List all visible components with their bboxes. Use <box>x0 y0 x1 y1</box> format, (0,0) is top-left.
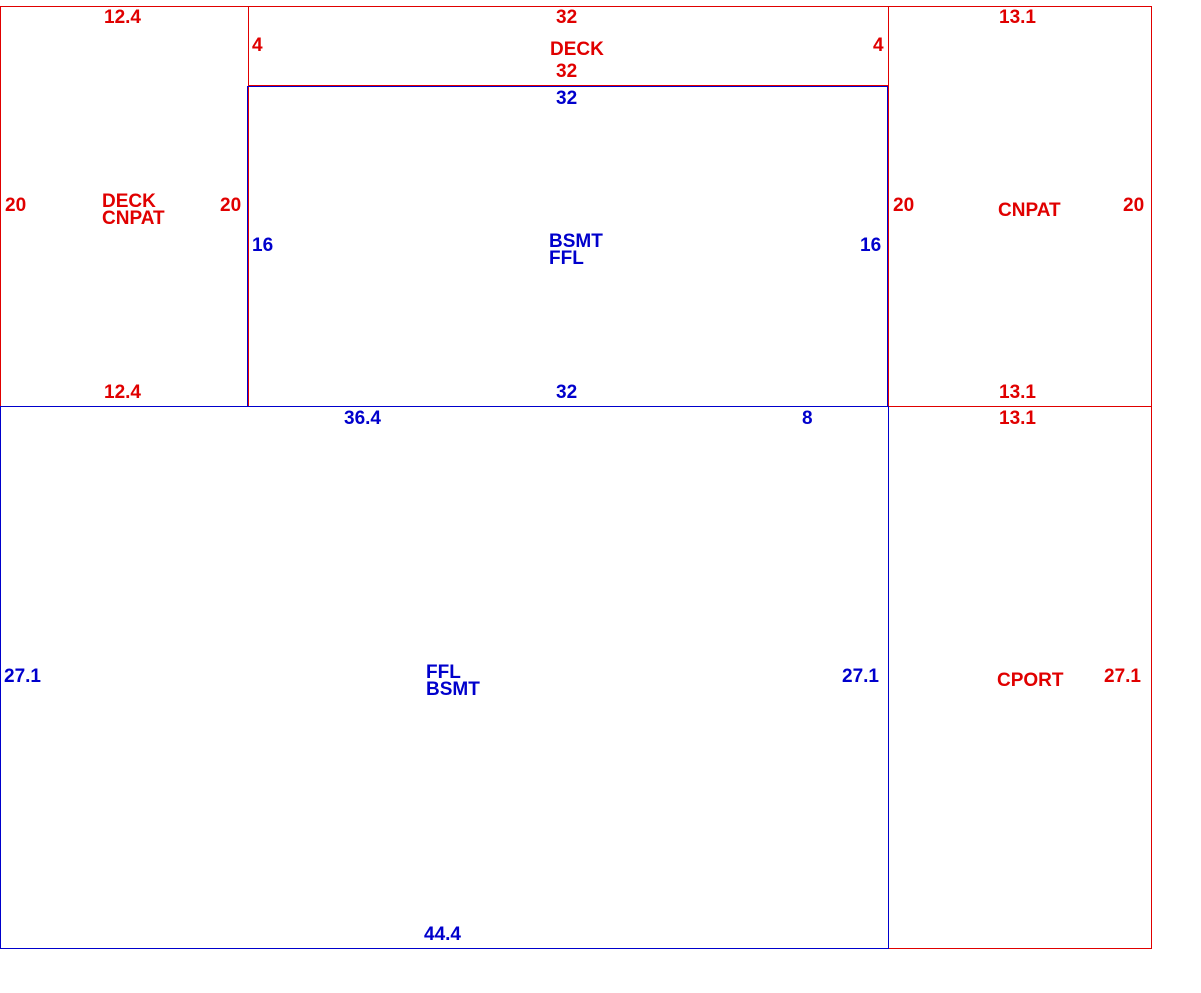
cnpat-right-dim-left: 20 <box>893 195 915 216</box>
deck-cnpat-left-dim-bottom: 12.4 <box>104 382 141 403</box>
bsmt-ffl-upper-dim-right: 16 <box>860 235 882 256</box>
ffl-bsmt-lower-dim-right: 27.1 <box>842 666 879 687</box>
cnpat-right-dim-right: 20 <box>1123 195 1145 216</box>
cnpat-right-name: CNPAT <box>998 200 1061 221</box>
cport-dim-left: 27.1 <box>1104 666 1141 687</box>
deck-cnpat-left-dim-top: 12.4 <box>104 7 141 28</box>
deck-top-dim-bottom: 32 <box>556 61 578 82</box>
deck-cnpat-left-dim-left: 20 <box>5 195 27 216</box>
ffl-bsmt-lower-dim-left: 27.1 <box>4 666 41 687</box>
area-name: CPORT <box>997 670 1064 691</box>
cport-name: CPORT <box>997 670 1064 691</box>
deck-top-dim-top: 32 <box>556 7 578 28</box>
ffl-bsmt-lower-dim-bottom: 44.4 <box>424 924 461 945</box>
area-name: CNPAT <box>102 208 165 229</box>
area-name: DECK <box>550 39 604 60</box>
bsmt-ffl-upper-dim-bottom: 32 <box>556 382 578 403</box>
area-name: FFL <box>426 662 461 683</box>
area-name: BSMT <box>549 231 603 252</box>
area-name: CNPAT <box>998 200 1061 221</box>
ffl-bsmt-lower-dim-top-right: 8 <box>802 408 813 429</box>
bsmt-ffl-upper-dim-top: 32 <box>556 88 578 109</box>
ffl-bsmt-lower-name: FFL BSMT <box>426 662 480 700</box>
ffl-bsmt-lower-dim-top-left: 36.4 <box>344 408 381 429</box>
area-name: DECK <box>102 191 156 212</box>
deck-top-dim-left: 4 <box>252 35 263 56</box>
cport-dim-top: 13.1 <box>999 408 1036 429</box>
cnpat-right-dim-top: 13.1 <box>999 7 1036 28</box>
bsmt-ffl-upper-dim-left: 16 <box>252 235 274 256</box>
deck-top-name: DECK <box>550 39 604 60</box>
cnpat-right-dim-bottom: 13.1 <box>999 382 1036 403</box>
deck-cnpat-left-name: DECK CNPAT <box>102 191 165 229</box>
area-name: BSMT <box>426 679 480 700</box>
deck-cnpat-left-dim-right: 20 <box>220 195 242 216</box>
bsmt-ffl-upper-outline <box>247 86 888 407</box>
area-name: FFL <box>549 248 584 269</box>
deck-top-dim-right: 4 <box>873 35 884 56</box>
bsmt-ffl-upper-name: BSMT FFL <box>549 231 603 269</box>
